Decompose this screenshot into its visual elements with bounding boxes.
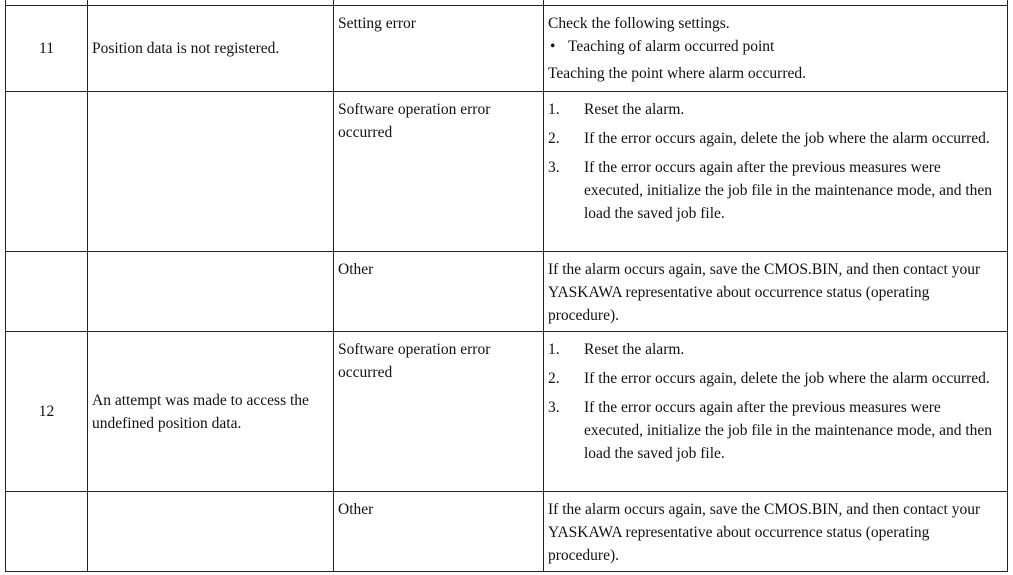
alarm-number: 12	[5, 331, 88, 492]
alarm-message: Position data is not registered.	[87, 5, 334, 92]
cause: Setting error	[333, 5, 544, 92]
step: 1.Reset the alarm.	[548, 341, 685, 358]
remedy: Check the following settings. •Teaching …	[543, 5, 1008, 92]
step: 1.Reset the alarm.	[548, 101, 685, 118]
remedy-note: Teaching the point where alarm occurred.	[548, 65, 806, 82]
table-row: 12 An attempt was made to access the und…	[5, 331, 1008, 492]
alarm-table: 11 Position data is not registered. Sett…	[5, 0, 1008, 572]
cause: Software operation error occurred	[333, 91, 544, 252]
remedy: If the alarm occurs again, save the CMOS…	[543, 491, 1008, 572]
cause: Other	[333, 251, 544, 332]
table-row: 11 Position data is not registered. Sett…	[5, 5, 1008, 92]
remedy: 1.Reset the alarm. 2.If the error occurs…	[543, 331, 1008, 492]
remedy-intro: Check the following settings.	[548, 15, 730, 32]
bullet-icon: •	[550, 38, 556, 55]
remedy: 1.Reset the alarm. 2.If the error occurs…	[543, 91, 1008, 252]
cause: Other	[333, 491, 544, 572]
bullet-item: •Teaching of alarm occurred point	[548, 35, 1003, 58]
step: 3.If the error occurs again after the pr…	[548, 159, 993, 222]
table-row: Software operation error occurred 1.Rese…	[5, 91, 1008, 252]
step: 3.If the error occurs again after the pr…	[548, 399, 993, 462]
step: 2.If the error occurs again, delete the …	[548, 130, 990, 147]
alarm-number: 11	[5, 5, 88, 92]
alarm-message: An attempt was made to access the undefi…	[87, 331, 334, 492]
cause: Software operation error occurred	[333, 331, 544, 492]
table-row: Other If the alarm occurs again, save th…	[5, 251, 1008, 332]
remedy: If the alarm occurs again, save the CMOS…	[543, 251, 1008, 332]
step: 2.If the error occurs again, delete the …	[548, 370, 990, 387]
table-row: Other If the alarm occurs again, save th…	[5, 491, 1008, 572]
